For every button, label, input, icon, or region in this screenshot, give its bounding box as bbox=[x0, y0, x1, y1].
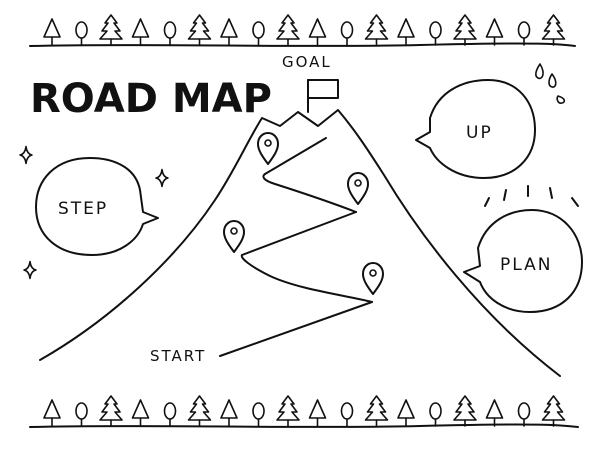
tree-icon bbox=[485, 18, 504, 46]
tree-icon bbox=[364, 14, 389, 46]
sparkle-icon bbox=[155, 168, 169, 188]
tree-icon bbox=[276, 14, 300, 46]
tree-icon bbox=[252, 21, 265, 46]
road-segment-4 bbox=[262, 173, 357, 213]
step-label: STEP bbox=[58, 199, 108, 219]
plan-label: PLAN bbox=[500, 255, 552, 275]
tree-icon bbox=[397, 18, 415, 46]
tree-icon bbox=[131, 18, 150, 46]
tree-icon bbox=[131, 399, 150, 427]
tree-icon bbox=[453, 395, 477, 427]
location-pin-icon bbox=[347, 172, 369, 205]
sparkles bbox=[19, 145, 169, 280]
tree-icon bbox=[340, 21, 354, 46]
tree-icon bbox=[75, 21, 88, 46]
tree-icon bbox=[308, 18, 327, 46]
up-bubble: UP bbox=[415, 79, 536, 179]
location-pins bbox=[223, 132, 384, 295]
sweat-drops-icon bbox=[535, 63, 566, 104]
tree-icon bbox=[187, 395, 212, 427]
tree-icon bbox=[517, 402, 531, 427]
location-pin-icon bbox=[362, 262, 384, 295]
tree-icon bbox=[453, 14, 477, 46]
road-segment-start bbox=[219, 301, 373, 357]
bottom-tree-border bbox=[43, 395, 566, 427]
tree-icon bbox=[99, 395, 123, 427]
bottom-ground-line bbox=[29, 423, 579, 428]
tree-icon bbox=[429, 402, 442, 427]
tree-icon bbox=[397, 399, 415, 427]
flag-icon bbox=[307, 79, 339, 113]
location-pin-icon bbox=[223, 220, 245, 253]
road-segment-3 bbox=[241, 211, 357, 256]
road-segment-2 bbox=[240, 254, 373, 303]
tree-icon bbox=[252, 402, 265, 427]
plan-bubble: PLAN bbox=[463, 209, 583, 313]
sparkle-icon bbox=[23, 260, 37, 280]
step-bubble: STEP bbox=[35, 157, 159, 256]
tree-icon bbox=[75, 402, 88, 427]
tree-icon bbox=[276, 395, 300, 427]
tree-icon bbox=[364, 395, 389, 427]
tree-icon bbox=[43, 399, 61, 427]
plan-rays bbox=[484, 185, 579, 207]
tree-icon bbox=[541, 395, 566, 427]
tree-icon bbox=[163, 402, 177, 427]
tree-icon bbox=[43, 18, 61, 46]
tree-icon bbox=[517, 21, 531, 46]
road-segment-5 bbox=[264, 137, 327, 175]
page-title: ROAD MAP bbox=[30, 76, 272, 122]
tree-icon bbox=[429, 21, 442, 46]
tree-icon bbox=[340, 402, 354, 427]
tree-icon bbox=[187, 14, 212, 46]
tree-icon bbox=[308, 399, 327, 427]
tree-icon bbox=[163, 21, 177, 46]
mountain-outline bbox=[39, 109, 561, 377]
up-label: UP bbox=[466, 123, 493, 143]
location-pin-icon bbox=[257, 132, 279, 165]
tree-icon bbox=[220, 399, 238, 427]
top-tree-border bbox=[43, 14, 566, 46]
start-label: START bbox=[150, 347, 206, 365]
goal-label: GOAL bbox=[282, 53, 332, 71]
tree-icon bbox=[485, 399, 504, 427]
top-ground-line bbox=[29, 42, 576, 47]
tree-icon bbox=[541, 14, 566, 46]
tree-icon bbox=[220, 18, 238, 46]
sparkle-icon bbox=[19, 145, 33, 165]
tree-icon bbox=[99, 14, 123, 46]
